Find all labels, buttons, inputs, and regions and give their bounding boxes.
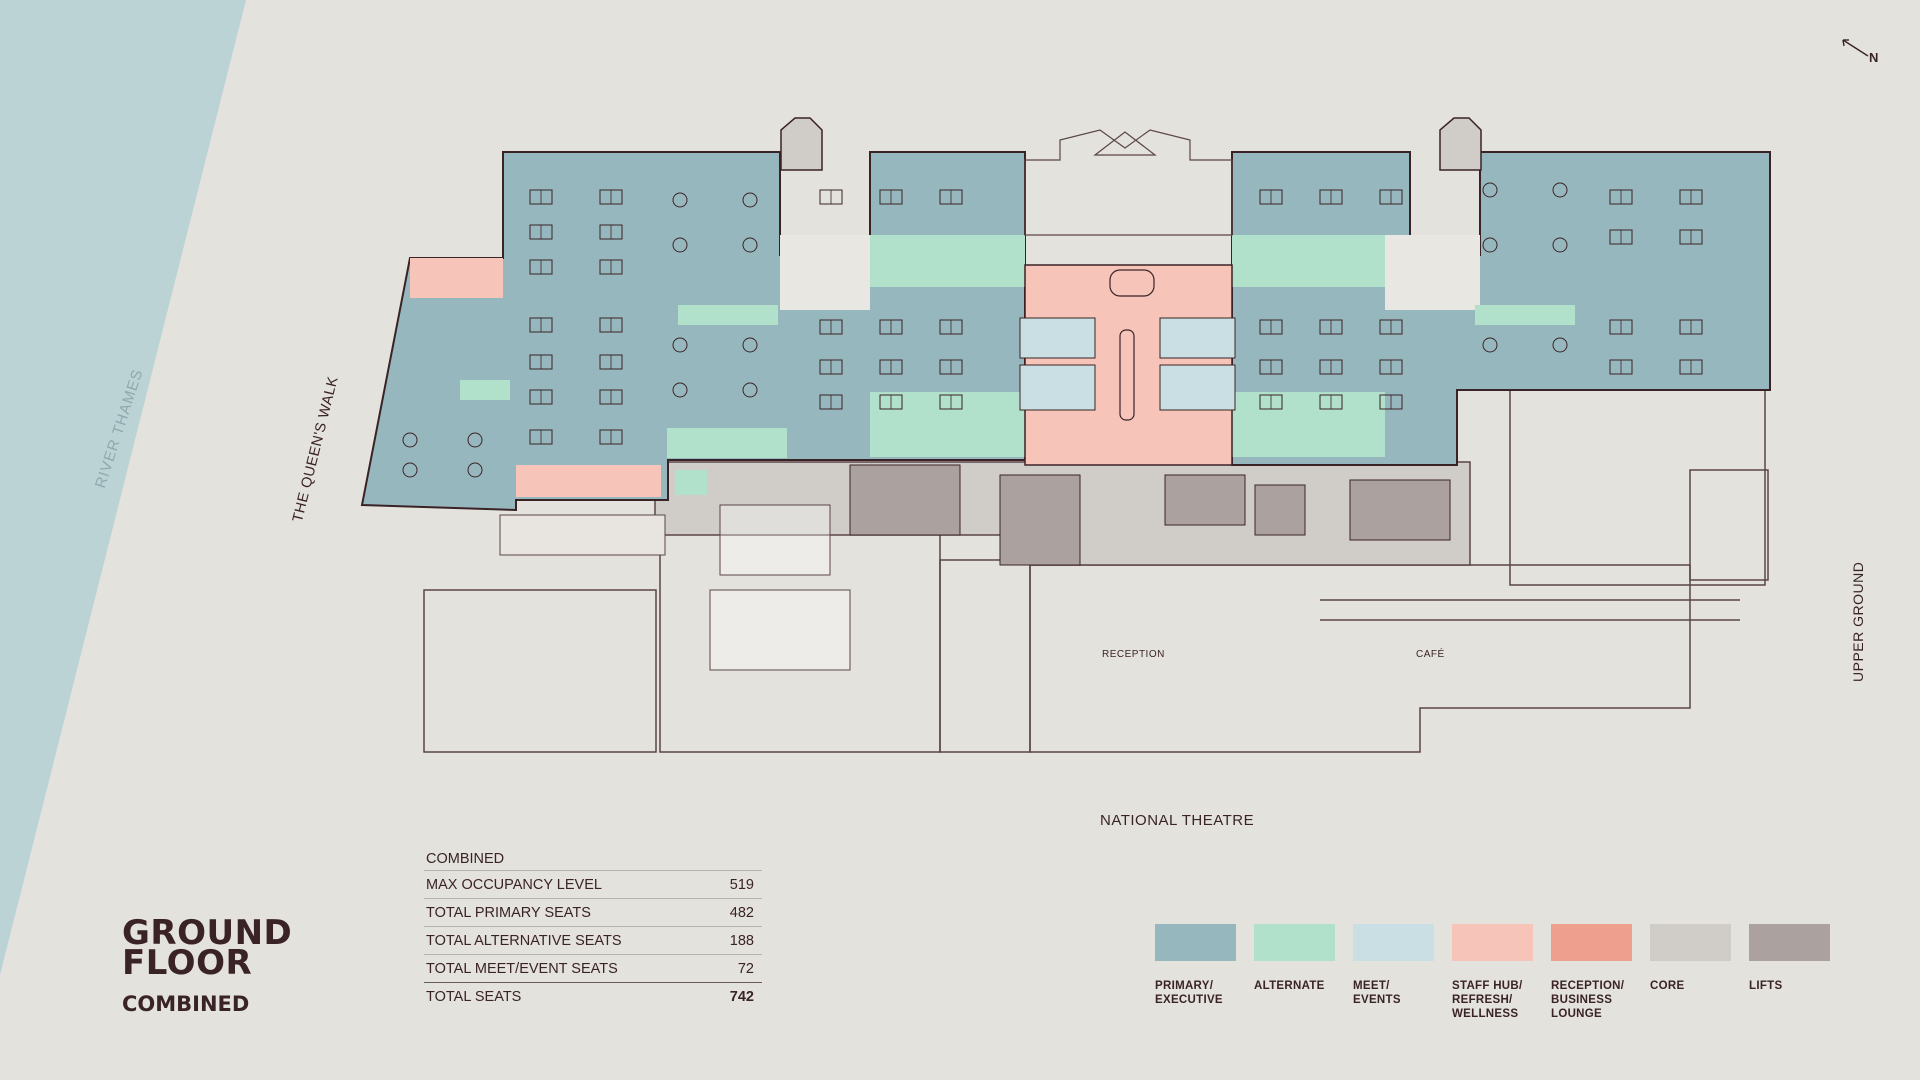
round-table xyxy=(742,337,758,353)
legend-swatch xyxy=(1749,924,1830,961)
legend-item-core: CORE xyxy=(1650,924,1731,1021)
title-subtitle: COMBINED xyxy=(122,992,250,1016)
legend-label: RECEPTION/ BUSINESS LOUNGE xyxy=(1551,980,1625,1020)
legend-swatch xyxy=(1452,924,1533,961)
staff-hub-zones xyxy=(410,258,661,497)
stats-row-label: MAX OCCUPANCY LEVEL xyxy=(426,877,602,893)
stats-row: TOTAL PRIMARY SEATS 482 xyxy=(424,899,762,927)
round-table xyxy=(402,462,418,478)
legend: PRIMARY/ EXECUTIVE ALTERNATE MEET/ EVENT… xyxy=(1155,924,1830,1021)
stair-towers xyxy=(780,117,1482,171)
reception-label: RECEPTION xyxy=(1102,649,1165,660)
north-arrow-icon xyxy=(1842,39,1869,57)
upper-ground-label: UPPER GROUND xyxy=(1850,561,1866,682)
legend-swatch xyxy=(1353,924,1434,961)
legend-label: ALTERNATE xyxy=(1254,980,1325,992)
stats-row-value: 72 xyxy=(737,961,754,977)
legend-label: CORE xyxy=(1650,980,1685,992)
legend-item-lifts: LIFTS xyxy=(1749,924,1830,1021)
national-theatre-label: NATIONAL THEATRE xyxy=(1100,812,1255,829)
reception-zone xyxy=(1019,264,1236,466)
legend-swatch xyxy=(1650,924,1731,961)
legend-label: PRIMARY/ EXECUTIVE xyxy=(1155,980,1223,1006)
round-table xyxy=(672,337,688,353)
round-table xyxy=(1552,237,1568,253)
title-line2: FLOOR xyxy=(122,943,253,983)
lower-floor-outline xyxy=(423,384,1769,753)
round-table xyxy=(742,192,758,208)
alternate-zones xyxy=(460,235,1575,495)
legend-swatch xyxy=(1254,924,1335,961)
round-table xyxy=(1552,182,1568,198)
title-line1: GROUND xyxy=(122,913,293,953)
legend-label: STAFF HUB/ REFRESH/ WELLNESS xyxy=(1452,980,1523,1020)
stats-row-label: TOTAL PRIMARY SEATS xyxy=(426,905,591,921)
legend-item-meet: MEET/ EVENTS xyxy=(1353,924,1434,1021)
stats-row-label: TOTAL MEET/EVENT SEATS xyxy=(426,961,618,977)
legend-label: LIFTS xyxy=(1749,980,1783,992)
desk-clusters xyxy=(402,182,1703,478)
stats-row: TOTAL ALTERNATIVE SEATS 188 xyxy=(424,927,762,955)
round-table xyxy=(1482,182,1498,198)
stats-row-label: TOTAL ALTERNATIVE SEATS xyxy=(426,933,622,949)
legend-item-alternate: ALTERNATE xyxy=(1254,924,1335,1021)
legend-item-staff-hub: STAFF HUB/ REFRESH/ WELLNESS xyxy=(1452,924,1533,1021)
title-block: GROUND FLOOR COMBINED xyxy=(122,913,293,1016)
legend-swatch xyxy=(1551,924,1632,961)
round-table xyxy=(742,382,758,398)
round-table xyxy=(402,432,418,448)
core-areas xyxy=(499,461,1471,671)
legend-label: MEET/ EVENTS xyxy=(1353,980,1401,1006)
stats-row-value: 482 xyxy=(729,905,754,921)
round-table xyxy=(467,462,483,478)
legend-swatch xyxy=(1155,924,1236,961)
round-table xyxy=(1482,337,1498,353)
legend-item-reception: RECEPTION/ BUSINESS LOUNGE xyxy=(1551,924,1632,1021)
stats-heading: COMBINED xyxy=(424,848,762,871)
stats-total-label: TOTAL SEATS xyxy=(426,989,522,1005)
round-table xyxy=(672,192,688,208)
stats-total-row: TOTAL SEATS 742 xyxy=(424,982,762,1010)
round-table xyxy=(467,432,483,448)
stats-row: MAX OCCUPANCY LEVEL 519 xyxy=(424,871,762,899)
round-table xyxy=(1552,337,1568,353)
north-label: N xyxy=(1869,50,1879,65)
round-table xyxy=(1482,237,1498,253)
cafe-label: CAFÉ xyxy=(1416,649,1445,660)
stats-row-value: 188 xyxy=(729,933,754,949)
entrance-building xyxy=(1024,129,1233,236)
stats-row: TOTAL MEET/EVENT SEATS 72 xyxy=(424,955,762,982)
stats-row-value: 519 xyxy=(729,877,754,893)
seating-stats-table: COMBINED MAX OCCUPANCY LEVEL 519 TOTAL P… xyxy=(424,848,762,1010)
stats-total-value: 742 xyxy=(729,989,754,1005)
legend-item-primary: PRIMARY/ EXECUTIVE xyxy=(1155,924,1236,1021)
round-table xyxy=(742,237,758,253)
round-table xyxy=(672,382,688,398)
round-table xyxy=(672,237,688,253)
meet-zones xyxy=(780,235,1480,310)
